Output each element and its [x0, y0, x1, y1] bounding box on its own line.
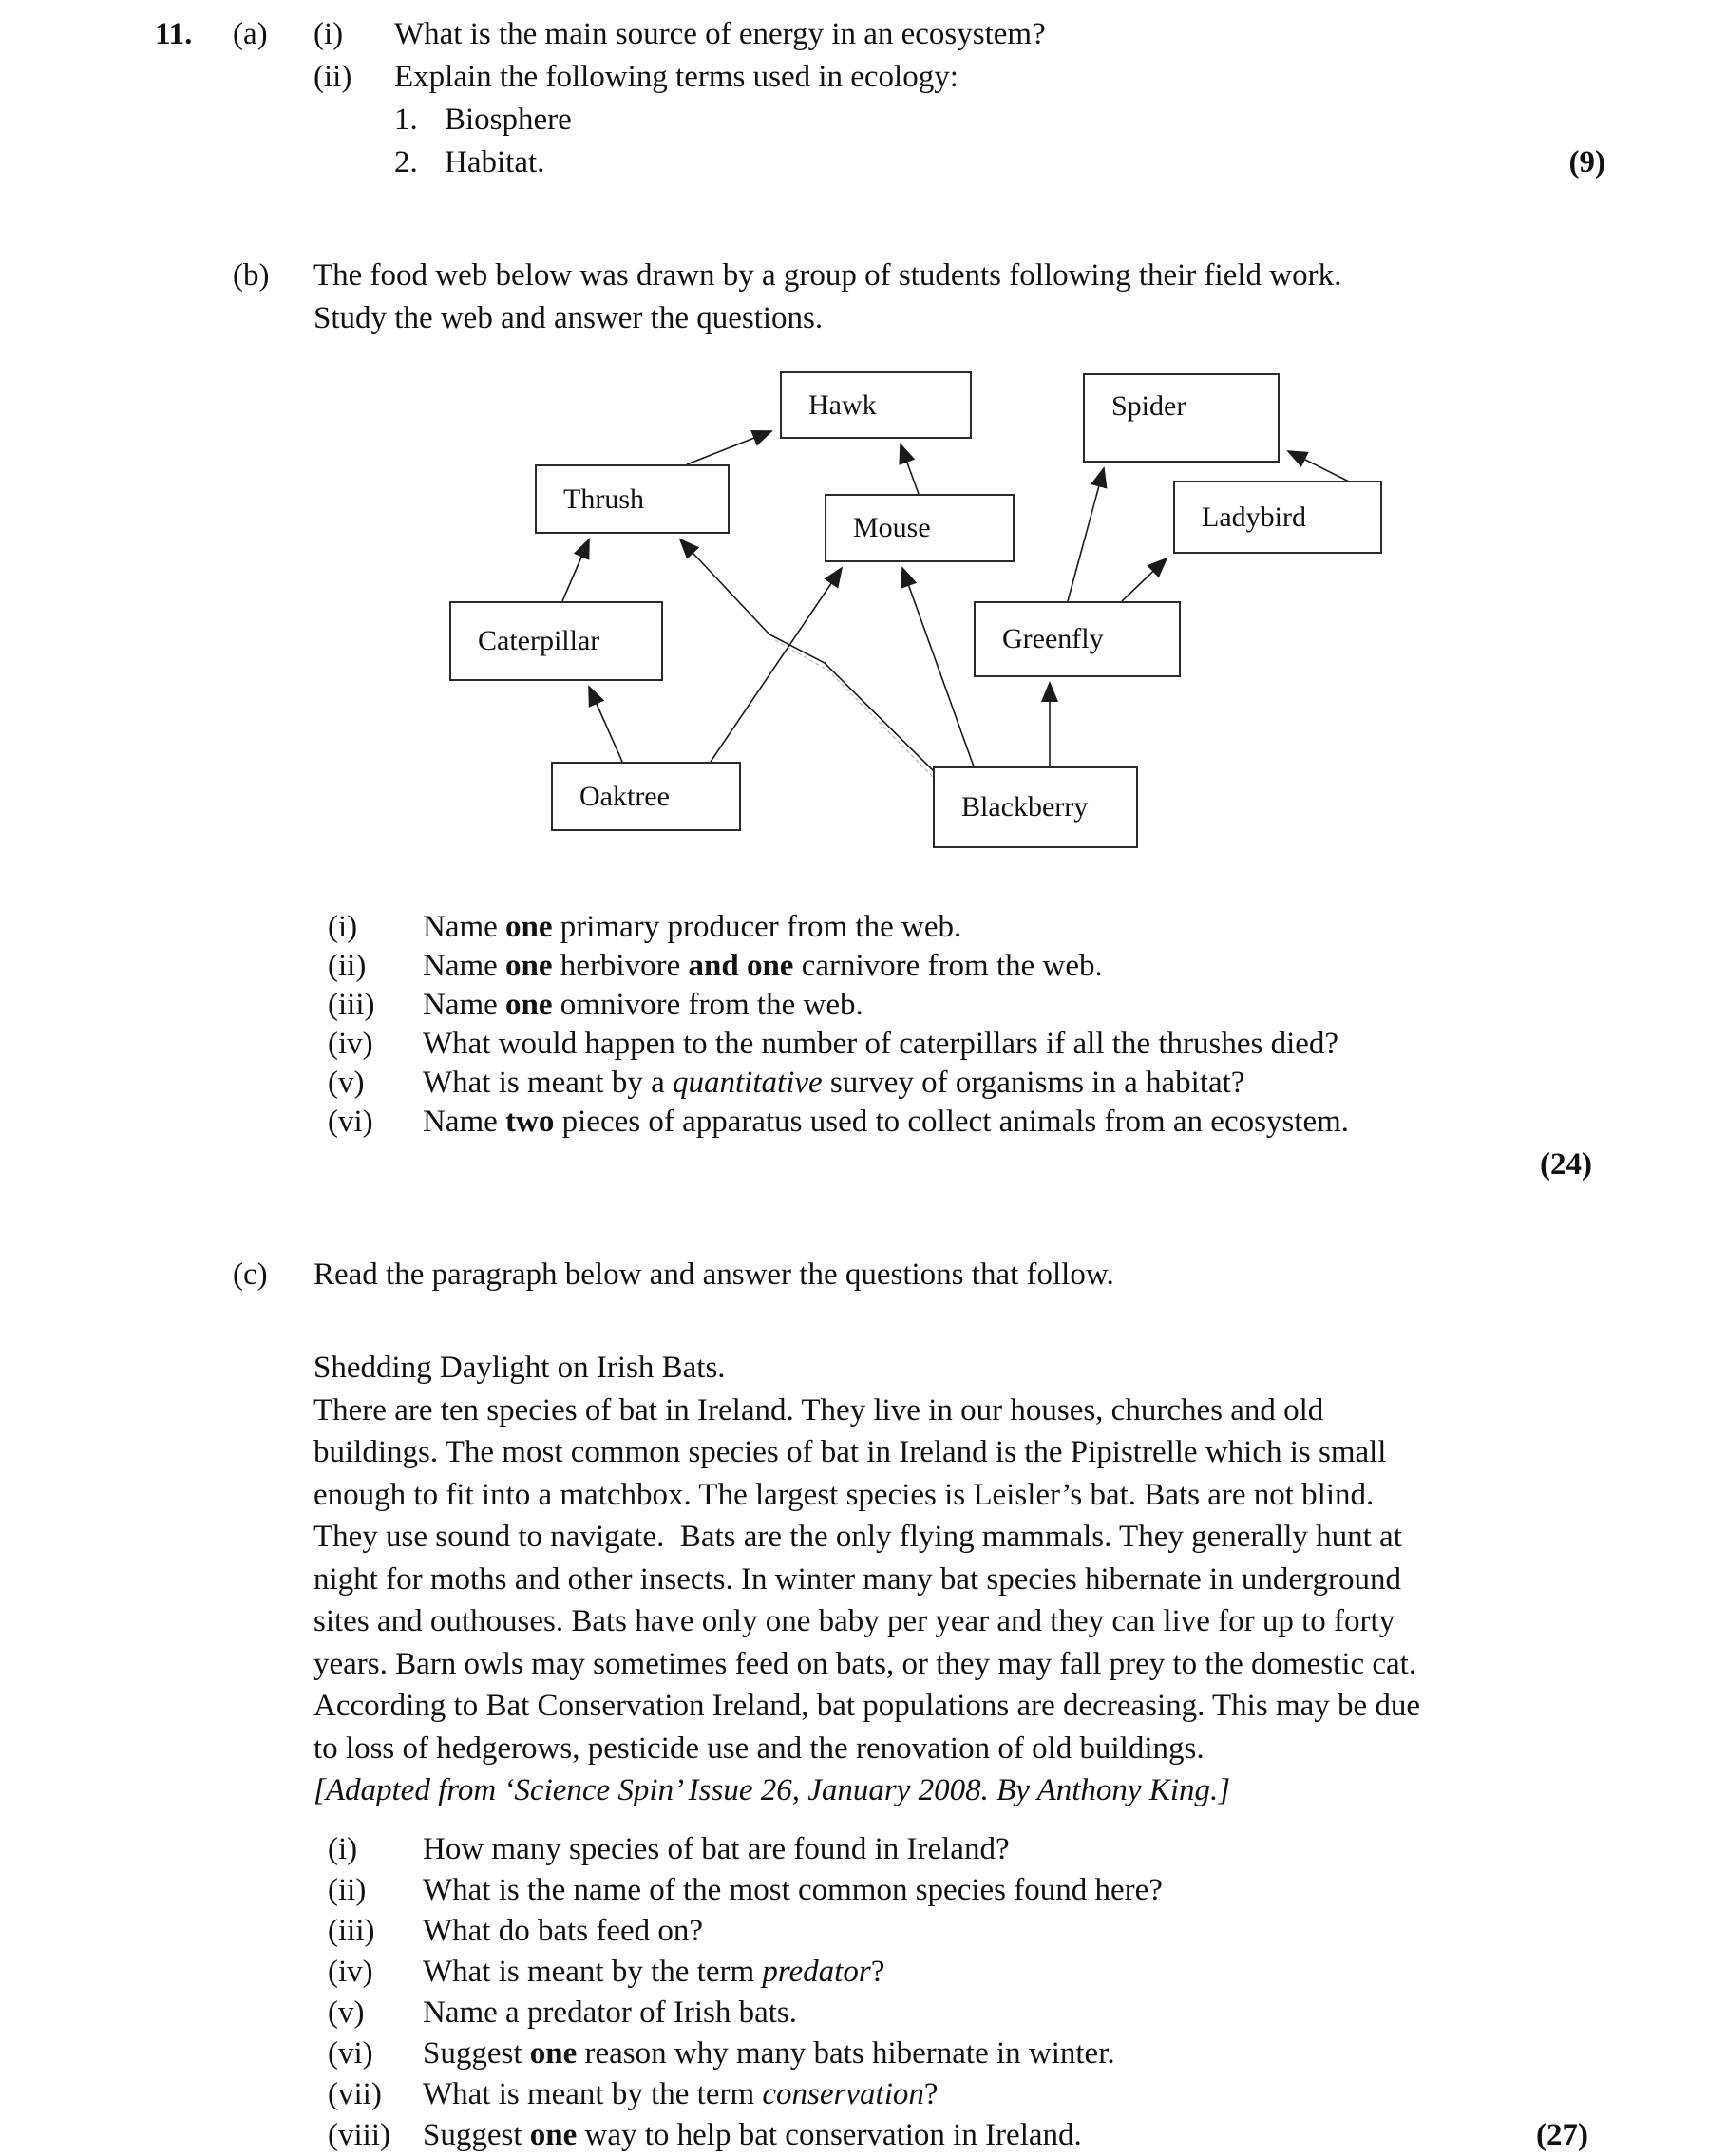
passage-line: night for moths and other insects. In wi… [313, 1561, 1401, 1597]
question-b-i: (i) Name one primary producer from the w… [0, 908, 1727, 947]
marker-b-ii: (ii) [328, 949, 367, 983]
passage-line: years. Barn owls may sometimes feed on b… [313, 1646, 1417, 1681]
node-greenfly: Greenfly [974, 601, 1181, 677]
passage-title: Shedding Daylight on Irish Bats. [313, 1351, 726, 1385]
node-mouse: Mouse [825, 494, 1015, 562]
question-c-vi: (vi) Suggest one reason why many bats hi… [0, 2033, 1727, 2074]
node-caterpillar-label: Caterpillar [478, 625, 600, 656]
question-a-sub1: 1. Biosphere [0, 99, 1727, 142]
part-c-intro: (c) Read the paragraph below and answer … [0, 1254, 1727, 1296]
arrow-greenfly-to-ladybird [1121, 557, 1168, 602]
marker-c-v: (v) [328, 1995, 365, 2030]
question-a-ii: (ii) Explain the following terms used in… [0, 56, 1727, 99]
node-hawk: Hawk [780, 371, 972, 439]
question-b-vi: (vi) Name two pieces of apparatus used t… [0, 1103, 1727, 1142]
node-thrush-label: Thrush [563, 482, 644, 515]
part-b-label: (b) [233, 258, 270, 293]
food-web-diagram: Hawk Spider Thrush Mouse Ladybird Caterp… [0, 361, 1727, 902]
node-blackberry: Blackberry [933, 766, 1138, 848]
node-oaktree-label: Oaktree [579, 780, 670, 812]
marker-b-iii: (iii) [328, 988, 375, 1022]
node-thrush: Thrush [535, 464, 730, 534]
arrow-thrush-to-hawk [686, 429, 773, 465]
passage-credit: [Adapted from ‘Science Spin’ Issue 26, J… [313, 1773, 1231, 1807]
node-blackberry-label: Blackberry [961, 791, 1089, 823]
node-ladybird-label: Ladybird [1202, 501, 1306, 533]
part-c-questions: (i) How many species of bat are found in… [0, 1829, 1727, 2156]
part-b-questions: (i) Name one primary producer from the w… [0, 908, 1727, 1142]
passage-line: There are ten species of bat in Ireland.… [313, 1392, 1324, 1428]
question-c-i: (i) How many species of bat are found in… [0, 1829, 1727, 1870]
passage-line: to loss of hedgerows, pesticide use and … [313, 1730, 1205, 1766]
question-c-ii: (ii) What is the name of the most common… [0, 1870, 1727, 1911]
marker-a-i: (i) [313, 17, 344, 51]
marker-b-iv: (iv) [328, 1027, 373, 1061]
question-a-sub2: 2. Habitat. (9) [0, 142, 1727, 184]
node-mouse-label: Mouse [853, 512, 931, 543]
passage-line: buildings. The most common species of ba… [313, 1435, 1387, 1469]
part-c-label: (c) [233, 1258, 268, 1292]
marker-c-viii: (viii) [328, 2117, 390, 2152]
passage-line: enough to fit into a matchbox. The large… [313, 1477, 1375, 1512]
marker-c-i: (i) [328, 1831, 358, 1866]
passage-line: sites and outhouses. Bats have only one … [313, 1604, 1395, 1638]
marker-sub2: 2. [394, 145, 418, 180]
marks-part-c: (27) [1536, 2117, 1588, 2152]
marker-c-vii: (vii) [328, 2076, 382, 2111]
arrow-caterpillar-to-thrush [561, 538, 590, 602]
marker-c-ii: (ii) [328, 1872, 367, 1907]
arrow-oaktree-to-mouse [710, 566, 844, 763]
part-a-label: (a) [233, 17, 268, 51]
arrow-blackberry-to-thrush [678, 538, 935, 772]
marks-part-b-row: (24) [0, 1144, 1727, 1186]
node-hawk-label: Hawk [808, 388, 877, 421]
node-caterpillar: Caterpillar [449, 601, 663, 681]
question-b-iv: (iv) What would happen to the number of … [0, 1025, 1727, 1064]
marker-c-iii: (iii) [328, 1913, 375, 1948]
text-sub1: Biosphere [445, 103, 572, 137]
marker-c-vi: (vi) [328, 2035, 373, 2071]
marker-b-v: (v) [328, 1066, 365, 1100]
node-ladybird: Ladybird [1173, 481, 1382, 554]
marker-b-vi: (vi) [328, 1105, 373, 1139]
question-c-vii: (vii) What is meant by the term conserva… [0, 2074, 1727, 2115]
question-b-ii: (ii) Name one herbivore and one carnivor… [0, 947, 1727, 986]
part-c-intro-text: Read the paragraph below and answer the … [313, 1258, 1114, 1292]
question-c-viii: (viii) Suggest one way to help bat conse… [0, 2115, 1727, 2156]
scan-artifact-line [774, 639, 934, 778]
food-web-arrows [561, 429, 1350, 778]
arrow-blackberry-to-mouse [901, 566, 975, 767]
arrow-oaktree-to-caterpillar [588, 685, 623, 763]
arrow-ladybird-to-spider [1286, 450, 1350, 482]
part-b-intro-line2: Study the web and answer the questions. [313, 301, 824, 335]
marks-part-a: (9) [1568, 145, 1605, 180]
passage-line: According to Bat Conservation Ireland, b… [313, 1689, 1421, 1723]
part-b-intro: (b) The food web below was drawn by a gr… [0, 255, 1727, 340]
question-b-v: (v) What is meant by a quantitative surv… [0, 1064, 1727, 1103]
node-spider-label: Spider [1111, 390, 1186, 422]
marker-c-iv: (iv) [328, 1954, 373, 1989]
arrow-mouse-to-hawk [899, 443, 920, 495]
node-oaktree: Oaktree [551, 762, 741, 831]
part-b-intro-line1: The food web below was drawn by a group … [313, 258, 1342, 293]
question-number: 11. [155, 17, 193, 51]
text-a-i: What is the main source of energy in an … [394, 17, 1046, 51]
text-sub2: Habitat. [445, 145, 545, 180]
arrow-greenfly-to-spider [1067, 466, 1108, 602]
question-a-i: 11. (a) (i) What is the main source of e… [0, 13, 1727, 56]
bat-passage: Shedding Daylight on Irish Bats. There a… [313, 1347, 1727, 1812]
question-c-v: (v) Name a predator of Irish bats. [0, 1993, 1727, 2033]
node-greenfly-label: Greenfly [1002, 623, 1104, 654]
marker-sub1: 1. [394, 103, 418, 137]
node-spider: Spider [1083, 373, 1280, 463]
text-a-ii: Explain the following terms used in ecol… [394, 60, 958, 94]
passage-line: They use sound to navigate. Bats are the… [313, 1520, 1402, 1554]
marks-part-b: (24) [1540, 1147, 1592, 1182]
marker-a-ii: (ii) [313, 60, 352, 94]
marker-b-i: (i) [328, 910, 358, 944]
question-b-iii: (iii) Name one omnivore from the web. [0, 986, 1727, 1025]
question-c-iv: (iv) What is meant by the term predator? [0, 1952, 1727, 1993]
question-c-iii: (iii) What do bats feed on? [0, 1911, 1727, 1952]
